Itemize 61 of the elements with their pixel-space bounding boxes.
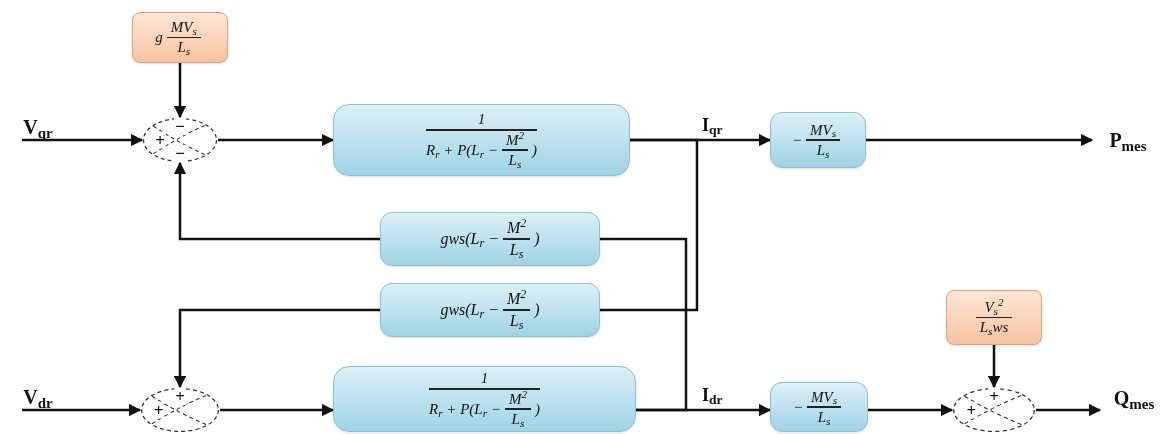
denominator: L$_{s}$ xyxy=(815,140,831,160)
arrow xyxy=(173,308,380,389)
arrow xyxy=(173,63,187,119)
arrow xyxy=(866,133,1094,147)
formula-text: ) xyxy=(534,229,540,250)
connector-line xyxy=(600,237,688,412)
sign: − xyxy=(174,118,186,135)
sign: + xyxy=(988,388,1000,405)
signal-label: Q$_{mes}$ xyxy=(1113,386,1155,413)
signal-label: P$_{mes}$ xyxy=(1109,128,1147,155)
formula-text: R$_{r}$ + P(L$_{r}$ − xyxy=(428,399,501,421)
edge-label: I$_{dr}$ xyxy=(700,386,725,404)
formula-text: ) xyxy=(535,399,541,419)
sign: + xyxy=(174,388,186,405)
transfer-function-block xyxy=(333,104,630,176)
gain-block xyxy=(946,290,1042,345)
arrow xyxy=(1036,403,1102,417)
denominator: L$_{s}$ xyxy=(816,407,832,427)
numerator: M$^{2}$ xyxy=(505,289,528,310)
formula-text: gws(L$_{r}$ − xyxy=(440,229,499,251)
numerator: 1 xyxy=(480,369,489,389)
arrow xyxy=(220,403,335,417)
coupling-block xyxy=(380,283,600,337)
denominator: L$_{s}$ xyxy=(508,239,525,260)
numerator: MV$_{s}$ xyxy=(169,18,198,37)
denominator: L$_{s}$ xyxy=(510,409,526,429)
arrow xyxy=(987,345,1001,389)
sign: + xyxy=(152,401,165,419)
arrow xyxy=(22,133,144,147)
denominator: L$_{s}$ xyxy=(176,38,192,57)
denominator: L$_{s}$ xyxy=(508,310,525,331)
arrow xyxy=(173,161,380,241)
formula-text: ) xyxy=(532,140,538,160)
numerator: M$^{2}$ xyxy=(504,130,526,150)
arrow xyxy=(636,403,772,417)
formula-text: − xyxy=(792,397,804,417)
signal-label: V$_{dr}$ xyxy=(23,385,53,412)
arrow xyxy=(22,403,142,417)
denominator: L$_{s}$ xyxy=(507,150,523,170)
sign: + xyxy=(154,131,166,149)
sign: − xyxy=(174,145,186,162)
sign: + xyxy=(965,401,978,419)
formula-text: − xyxy=(791,130,803,150)
denominator: L$_{s}$ws xyxy=(978,318,1010,337)
gain-block xyxy=(770,112,866,168)
arrow xyxy=(868,403,954,417)
numerator: M$^{2}$ xyxy=(507,389,529,409)
gain-block xyxy=(770,382,868,432)
transfer-function-block xyxy=(333,366,636,432)
gain-block xyxy=(132,12,228,63)
formula-text: g xyxy=(155,28,163,48)
numerator: MV$_{s}$ xyxy=(809,120,838,140)
connector-line xyxy=(600,138,699,312)
formula-text: gws(L$_{r}$ − xyxy=(440,300,499,322)
numerator: 1 xyxy=(477,110,486,130)
arrow xyxy=(218,133,335,147)
numerator: MV$_{s}$ xyxy=(810,387,839,407)
numerator: M$^{2}$ xyxy=(505,218,528,239)
coupling-block xyxy=(380,212,600,266)
formula-text: ) xyxy=(534,300,540,321)
formula-text: R$_{r}$ + P(L$_{r}$ − xyxy=(425,140,498,162)
